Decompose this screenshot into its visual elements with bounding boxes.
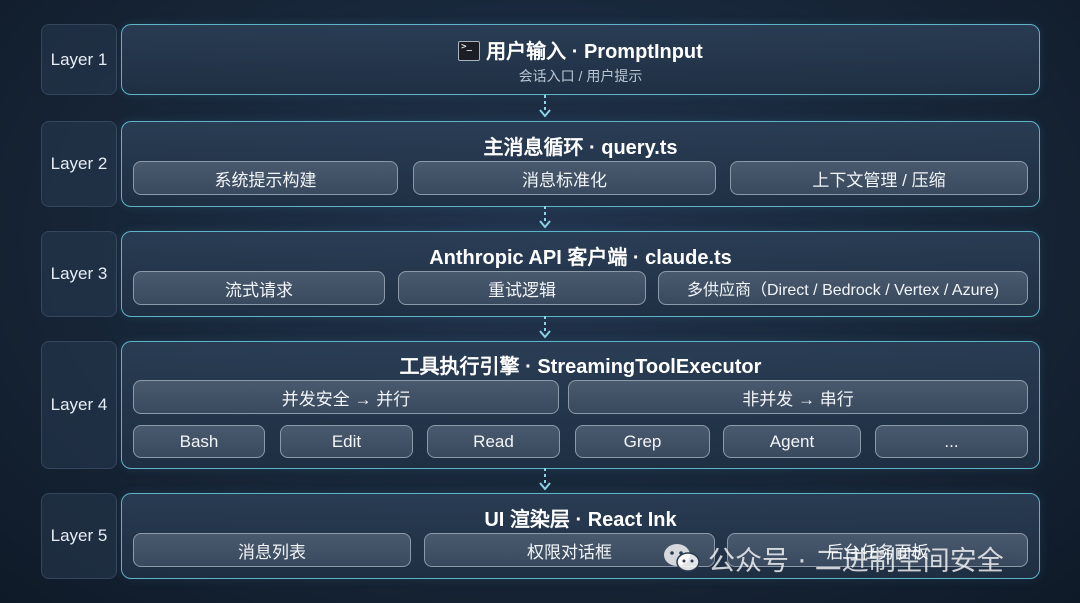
- chip-context-management: 上下文管理 / 压缩: [730, 161, 1028, 195]
- layer-4-panel: 工具执行引擎 · StreamingToolExecutor 并发安全 → 并行…: [121, 341, 1040, 469]
- layer-1-title-row: 用户输入 · PromptInput: [122, 35, 1039, 64]
- layer-2-panel: 主消息循环 · query.ts 系统提示构建 消息标准化 上下文管理 / 压缩: [121, 121, 1040, 207]
- layer-1-panel: 用户输入 · PromptInput 会话入口 / 用户提示: [121, 24, 1040, 95]
- chip-message-normalize: 消息标准化: [413, 161, 716, 195]
- layer-5-panel: UI 渲染层 · React Ink 消息列表 权限对话框 后台任务面板: [121, 493, 1040, 579]
- chip-streaming-request: 流式请求: [133, 271, 385, 305]
- tool-agent: Agent: [723, 425, 861, 458]
- chip-concurrent-safe: 并发安全 → 并行: [133, 380, 559, 414]
- arrow-1-2: [539, 95, 551, 118]
- watermark-text: 公众号 · 二进制空间安全: [708, 545, 1004, 577]
- chip-multi-provider: 多供应商（Direct / Bedrock / Vertex / Azure): [658, 271, 1028, 305]
- watermark: 公众号 · 二进制空间安全: [662, 540, 1004, 577]
- chip-message-list: 消息列表: [133, 533, 411, 567]
- layer-5-title: UI 渲染层 · React Ink: [484, 509, 677, 531]
- layer-4-title: 工具执行引擎 · StreamingToolExecutor: [399, 356, 762, 378]
- arrow-3-4: [539, 316, 551, 339]
- layer-1-label: Layer 1: [41, 24, 117, 95]
- layer-2-title: 主消息循环 · query.ts: [483, 137, 678, 159]
- arrow-4-5: [539, 468, 551, 491]
- wechat-icon: [664, 544, 700, 572]
- tool-edit: Edit: [280, 425, 413, 458]
- terminal-icon: [458, 40, 481, 61]
- chip-background-task-panel: 后台任务面板: [727, 533, 1028, 567]
- layer-2-label: Layer 2: [41, 121, 117, 207]
- tool-read: Read: [427, 425, 560, 458]
- tool-more: ...: [875, 425, 1028, 458]
- arrow-2-3: [539, 206, 551, 229]
- layer-3-title: Anthropic API 客户端 · claude.ts: [429, 247, 732, 269]
- tool-bash: Bash: [133, 425, 265, 458]
- tool-grep: Grep: [575, 425, 710, 458]
- layer-1-title: 用户输入 · PromptInput: [486, 41, 703, 63]
- chip-system-prompt: 系统提示构建: [133, 161, 398, 195]
- layer-4-label: Layer 4: [41, 341, 117, 469]
- chip-retry-logic: 重试逻辑: [398, 271, 646, 305]
- layer-3-label: Layer 3: [41, 231, 117, 317]
- layer-1-subtitle: 会话入口 / 用户提示: [518, 68, 643, 84]
- layer-3-panel: Anthropic API 客户端 · claude.ts 流式请求 重试逻辑 …: [121, 231, 1040, 317]
- chip-non-concurrent: 非并发 → 串行: [568, 380, 1028, 414]
- layer-5-label: Layer 5: [41, 493, 117, 579]
